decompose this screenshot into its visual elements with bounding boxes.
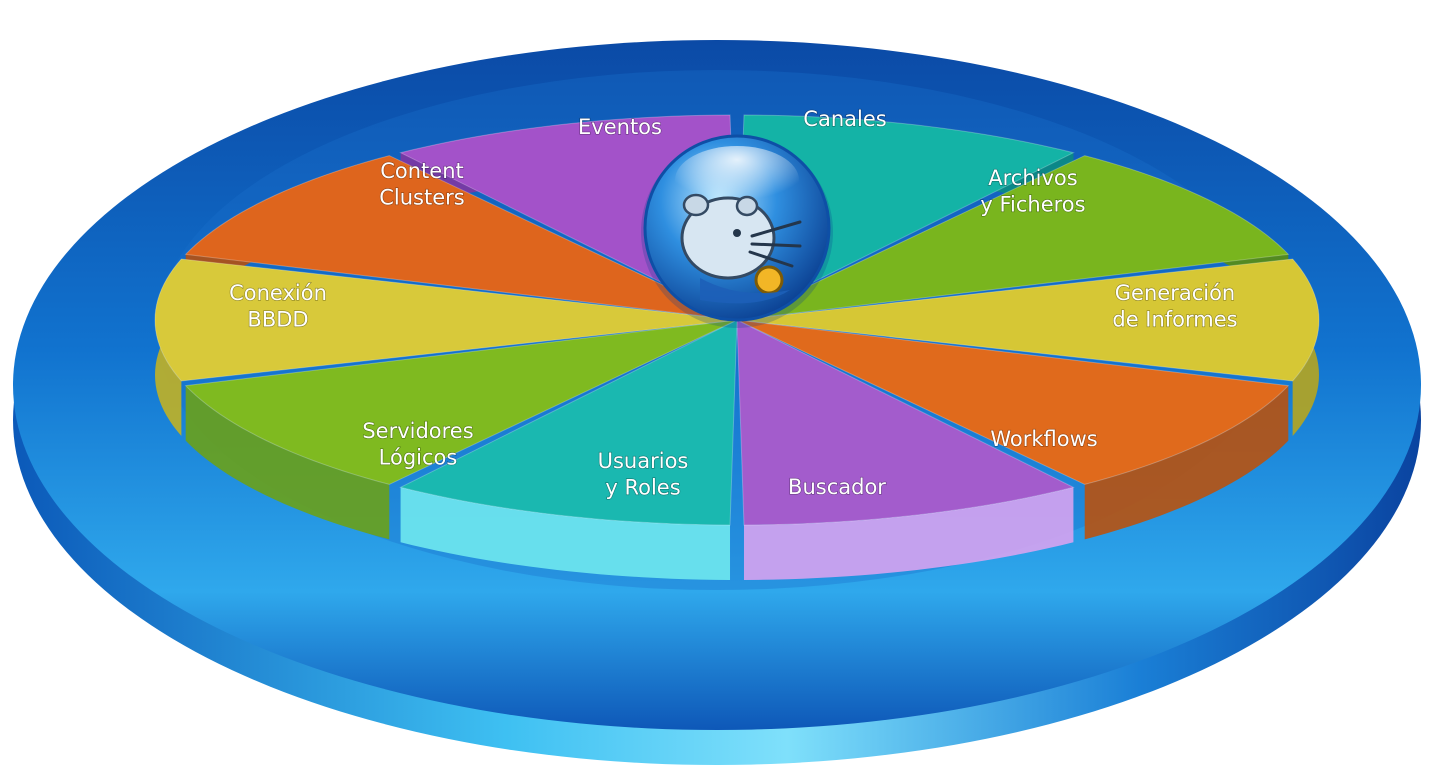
segment-usuarios[interactable] — [399, 319, 738, 526]
segment-label-workflows: Workflows — [990, 427, 1097, 451]
segment-label-line: Generación — [1115, 281, 1235, 305]
segment-workflows[interactable] — [736, 319, 1290, 485]
segment-label-line: de Informes — [1112, 307, 1237, 331]
segment-label-line: y Ficheros — [980, 192, 1085, 216]
segment-label-line: Servidores — [362, 419, 473, 443]
segment-informes[interactable] — [736, 258, 1320, 382]
segment-buscador[interactable] — [736, 319, 1075, 526]
segment-label-line: Usuarios — [598, 449, 689, 473]
segment-servidores[interactable] — [184, 319, 738, 485]
segment-side-servidores — [185, 385, 390, 540]
segment-label-line: Canales — [803, 107, 886, 131]
segment-archivos[interactable] — [736, 155, 1290, 321]
segment-label-line: Conexión — [229, 281, 327, 305]
segment-label-eventos: Eventos — [578, 115, 662, 139]
segment-label-line: y Roles — [605, 475, 680, 499]
segment-label-canales: Canales — [803, 107, 886, 131]
segment-side-workflows — [1084, 385, 1289, 540]
segment-side-usuarios — [400, 487, 731, 580]
segment-label-line: Workflows — [990, 427, 1097, 451]
segment-label-line: Lógicos — [379, 445, 458, 469]
segment-tops — [154, 114, 1320, 526]
segment-label-line: Buscador — [788, 475, 886, 499]
segment-label-buscador: Buscador — [788, 475, 886, 499]
segment-label-line: Content — [380, 159, 464, 183]
segment-conexion[interactable] — [154, 258, 738, 382]
segment-label-line: Archivos — [988, 166, 1077, 190]
segment-label-line: Clusters — [379, 185, 464, 209]
segment-label-line: Eventos — [578, 115, 662, 139]
segment-label-line: BBDD — [247, 307, 308, 331]
center-orb[interactable] — [641, 134, 833, 328]
segment-side-buscador — [743, 487, 1074, 580]
segment-clusters[interactable] — [184, 155, 738, 321]
hamster-mascot-icon — [680, 193, 802, 304]
